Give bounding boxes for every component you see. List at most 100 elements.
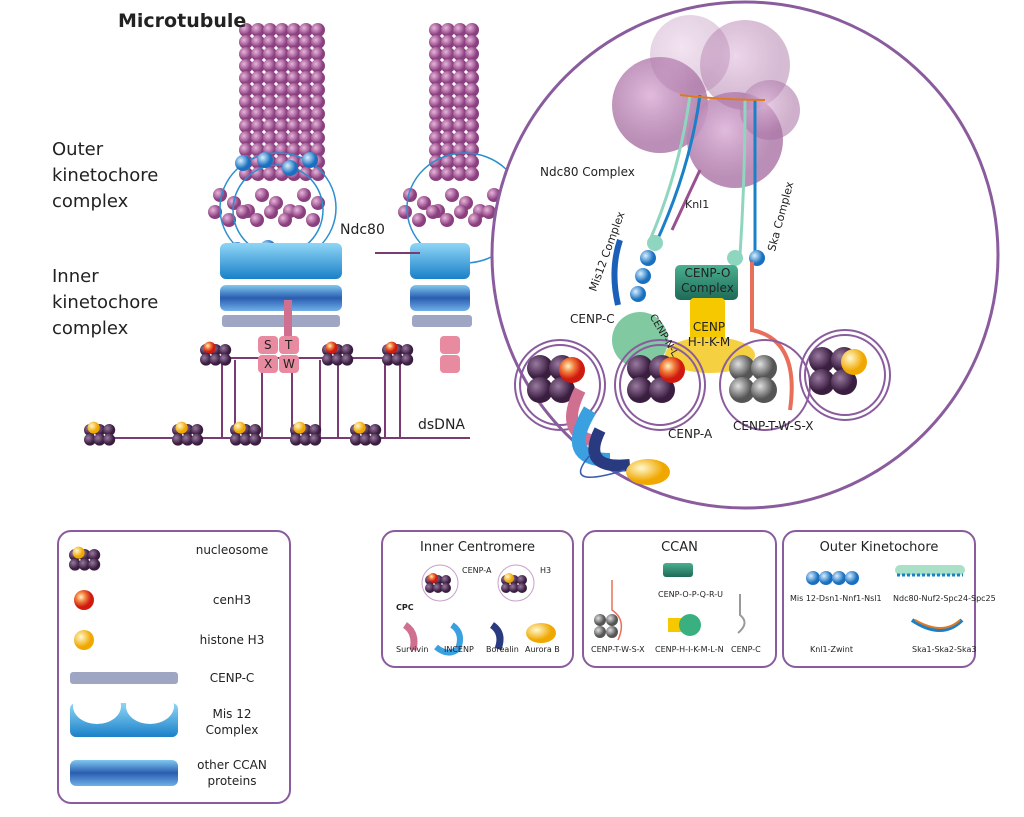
inner-centromere-box: Inner Centromere <box>381 530 574 668</box>
histone-sphere <box>331 353 344 366</box>
ok-mis12: Mis 12-Dsn1-Nnf1-Nsl1 <box>790 594 882 603</box>
tubulin-subunit <box>251 107 265 121</box>
zoom-nucleosomes <box>527 347 867 403</box>
histone-sphere <box>391 353 404 366</box>
tubulin-subunit <box>465 47 479 61</box>
tubulin-subunit <box>278 213 292 227</box>
histone-sphere <box>501 583 511 593</box>
mis12-complex-right <box>410 243 470 279</box>
ccan-cenp-c: CENP-C <box>731 645 761 654</box>
ccan-twsx-sphere <box>594 614 606 626</box>
cenp-o-complex <box>675 265 738 300</box>
histone-sphere <box>549 377 575 403</box>
tubulin-subunit <box>453 23 467 37</box>
ndc80-head <box>235 155 251 171</box>
ccan-bar-icon <box>70 760 178 786</box>
cenp-c-label: CENP-C <box>570 312 615 326</box>
tubulin-subunit <box>441 71 455 85</box>
tubulin-subunit <box>251 95 265 109</box>
tubulin-subunit <box>251 47 265 61</box>
ok-knl1: Knl1-Zwint <box>810 645 853 654</box>
histone-h3-sphere <box>293 421 306 434</box>
tubulin-subunit <box>263 83 277 97</box>
tubulin-subunit <box>429 119 443 133</box>
histone-sphere <box>359 433 372 446</box>
tubulin-subunit <box>441 131 455 145</box>
tubulin-subunit <box>465 167 479 181</box>
tubulin-subunit <box>441 35 455 49</box>
cenp-nl <box>612 312 668 368</box>
histone-sphere <box>309 424 322 436</box>
tubulin-subunit <box>441 95 455 109</box>
ndc80-head <box>302 152 318 168</box>
histone-sphere <box>299 433 312 446</box>
histone-sphere <box>341 353 354 366</box>
tubulin-subunit <box>251 83 265 97</box>
histone-sphere <box>290 433 302 446</box>
ic-borealin: Borealin <box>486 645 519 654</box>
tubulin-subunit <box>263 71 277 85</box>
mis12-complex <box>611 239 623 306</box>
tubulin-subunit <box>465 59 479 73</box>
nucleosomes <box>84 341 414 446</box>
cenp-c-bar-right <box>412 315 472 327</box>
histone-sphere <box>369 433 382 446</box>
tubulin-subunit <box>299 23 313 37</box>
histone-sphere <box>441 583 451 593</box>
tubulin-subunit <box>441 47 455 61</box>
ccan-bar-right <box>410 285 470 311</box>
tubulin-subunit <box>299 131 313 145</box>
tubulin-subunit <box>251 131 265 145</box>
knl1-line <box>670 169 702 231</box>
histone-sphere <box>517 575 527 585</box>
w-label: W <box>283 357 295 371</box>
tubulin-subunit <box>222 213 236 227</box>
tubulin-subunit <box>263 47 277 61</box>
tubulin-subunit <box>299 119 313 133</box>
tubulin-subunit <box>213 188 227 202</box>
tubulin-subunit <box>311 47 325 61</box>
tubulin-subunit <box>453 59 467 73</box>
tubulin-subunit <box>453 155 467 169</box>
histone-sphere <box>181 433 194 446</box>
tubulin-subunit <box>311 35 325 49</box>
cenp-c-bar-left <box>222 315 340 327</box>
histone-sphere <box>103 433 116 446</box>
ccan-cenp-hikmln: CENP-H-I-K-M-L-N <box>655 645 724 654</box>
zoom-microtubule <box>612 15 800 188</box>
histone-sphere <box>527 355 553 381</box>
histone-sphere <box>809 347 835 373</box>
histone-sphere <box>78 558 91 571</box>
tubulin-subunit <box>311 167 325 181</box>
histone-sphere <box>809 369 835 395</box>
tubulin-subunit <box>441 83 455 97</box>
tubulin-subunit <box>287 83 301 97</box>
tubulin-subunit <box>239 143 253 157</box>
tubulin-subunit <box>441 59 455 73</box>
legend-nucleosome-icon <box>69 546 101 571</box>
histone-h3-sphere <box>87 421 100 434</box>
tubulin-subunit <box>465 23 479 37</box>
histone-sphere <box>191 424 204 436</box>
tubulin-subunit <box>297 188 311 202</box>
borealin <box>588 427 631 472</box>
ok-ska: Ska1-Ska2-Ska3 <box>912 645 977 654</box>
histone-sphere <box>93 433 106 446</box>
tubulin-subunit <box>287 71 301 85</box>
tubulin-subunit <box>287 23 301 37</box>
histone-sphere <box>172 433 184 446</box>
histone-sphere <box>103 424 116 436</box>
histone-sphere <box>239 433 252 446</box>
ccan-title: CCAN <box>661 540 698 555</box>
tubulin-subunit <box>263 35 277 49</box>
ic-aurora-b: Aurora B <box>525 645 560 654</box>
tubulin-subunit <box>239 23 253 37</box>
histone-h3-sphere <box>175 421 188 434</box>
histone-sphere <box>729 377 755 403</box>
tubulin-subunit <box>311 71 325 85</box>
x-label: X <box>264 357 273 371</box>
tubulin-subunit <box>429 47 443 61</box>
